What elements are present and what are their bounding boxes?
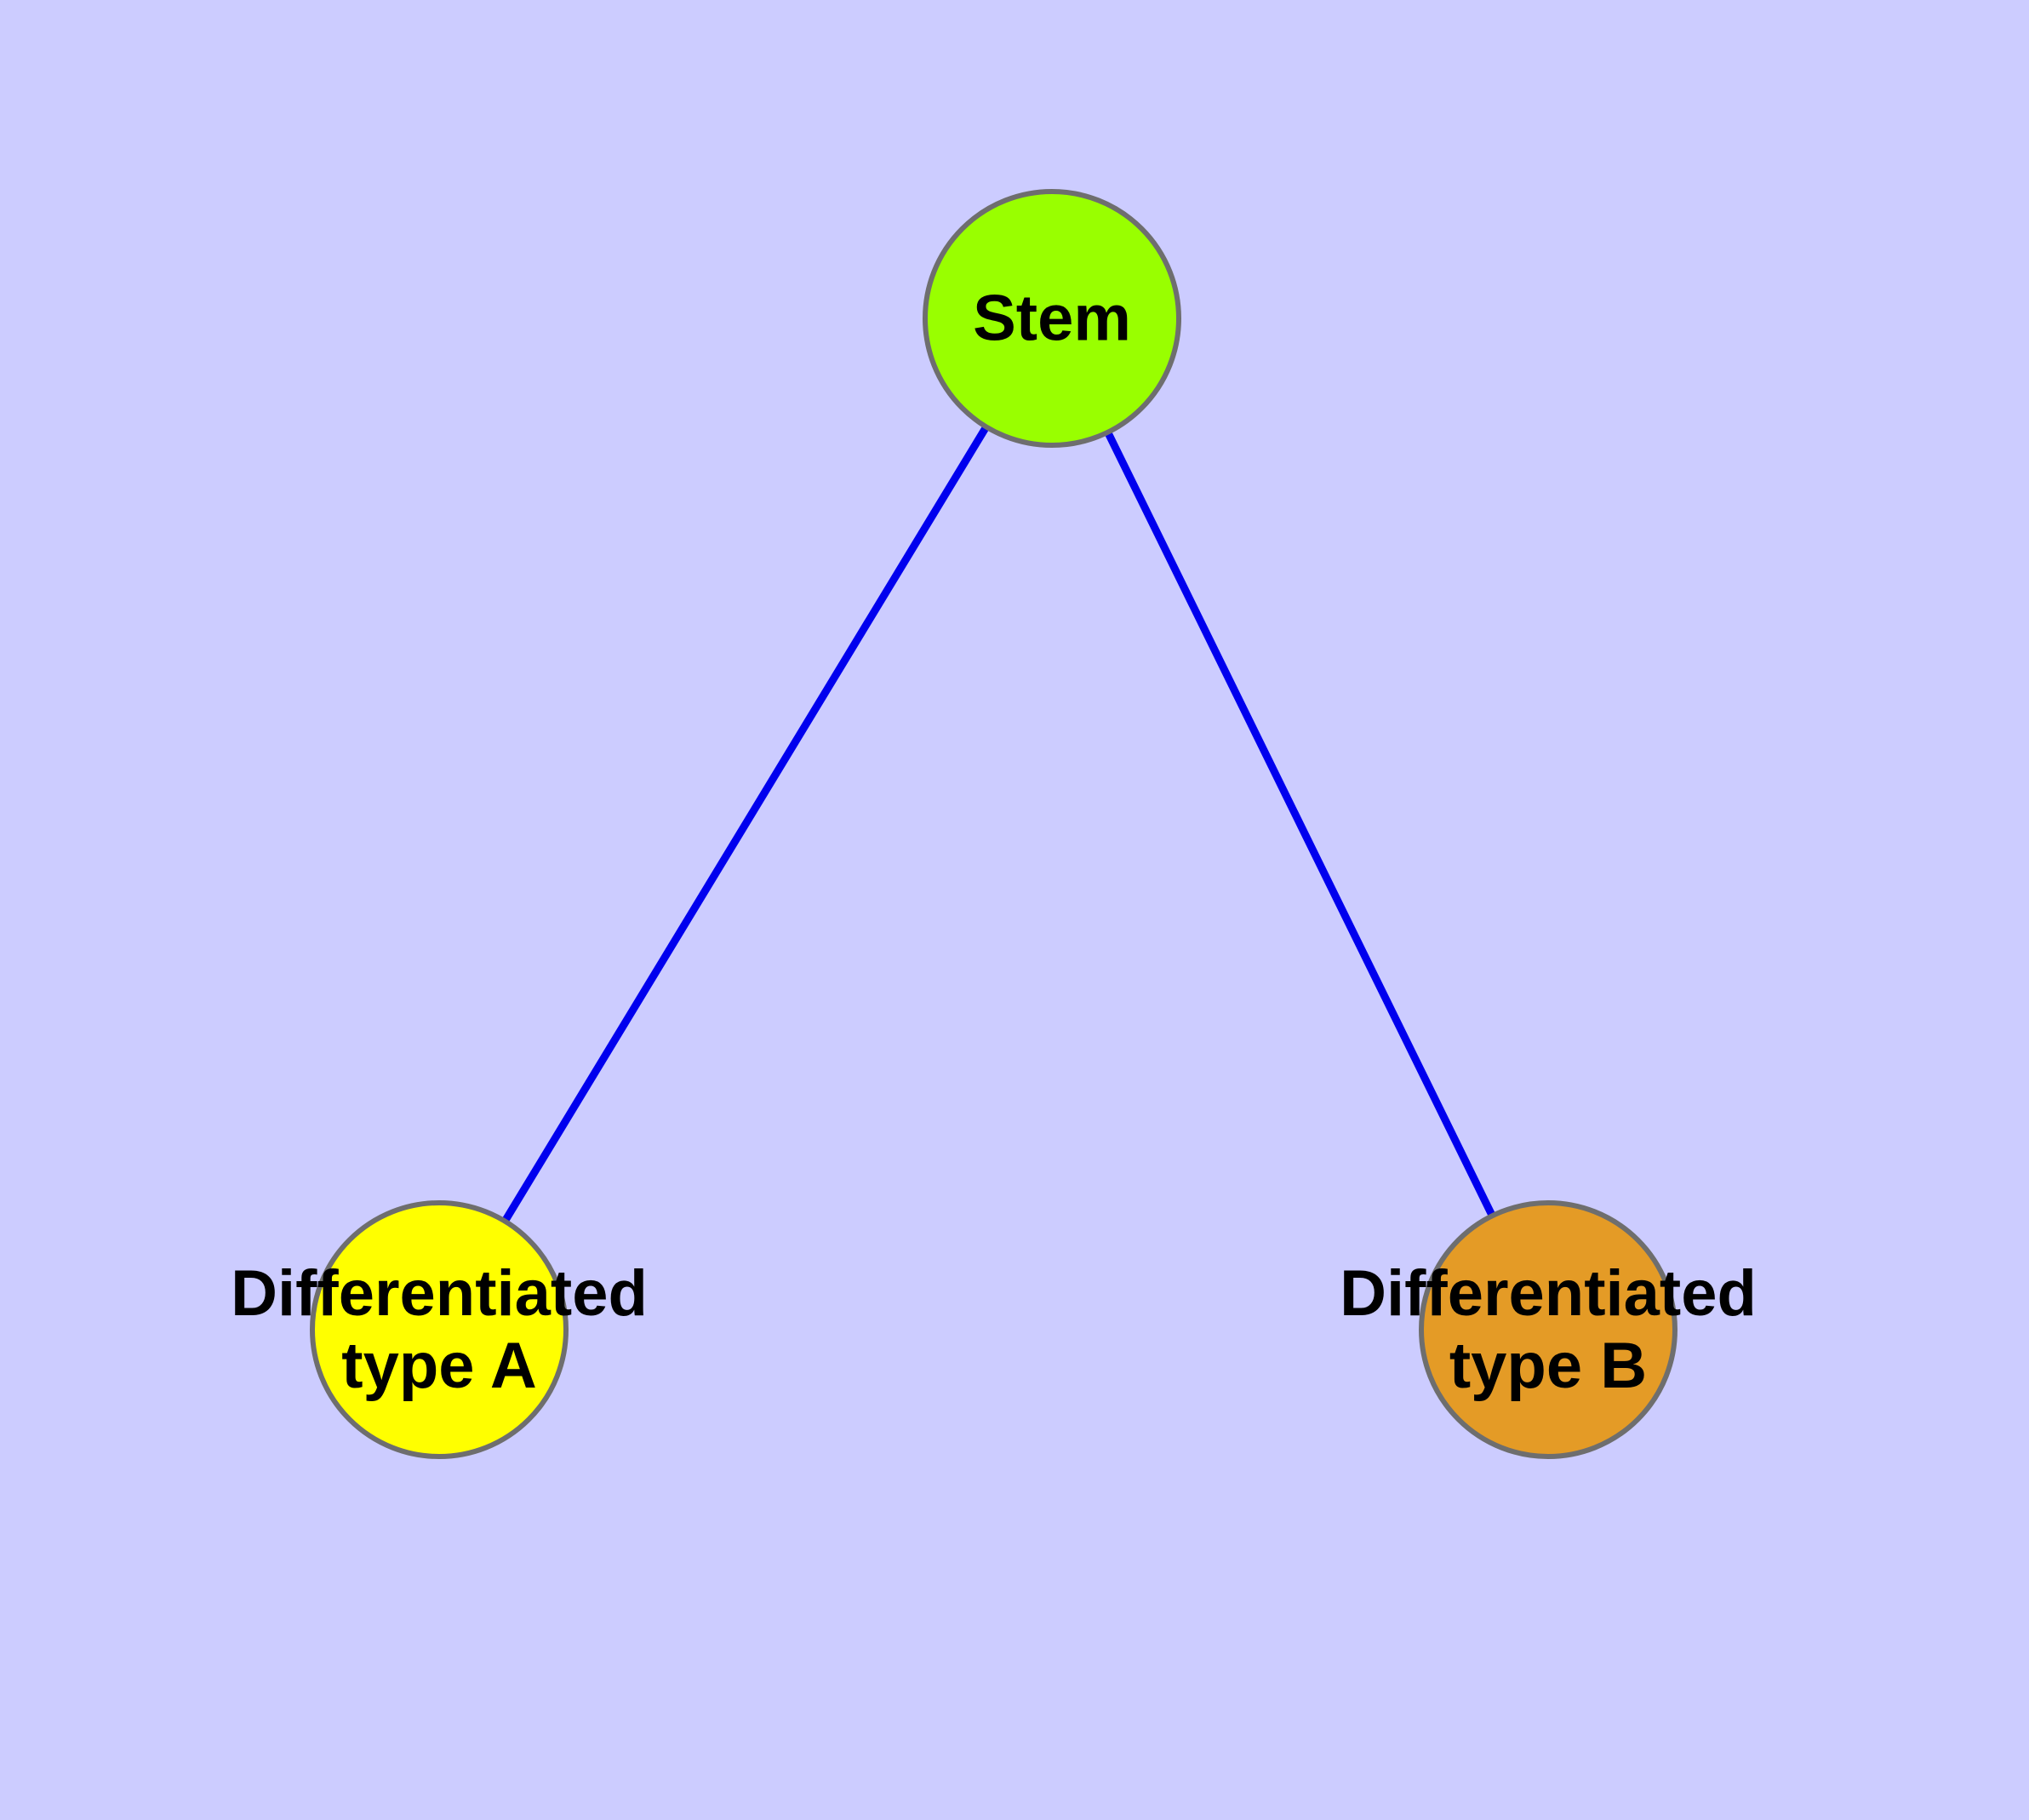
edge-layer bbox=[436, 316, 1552, 1332]
node-stem[interactable] bbox=[923, 189, 1181, 448]
node-diff-a[interactable] bbox=[310, 1200, 569, 1459]
edge-stem-to-diff-b bbox=[1048, 317, 1552, 1331]
node-diff-b[interactable] bbox=[1419, 1200, 1677, 1459]
node-layer bbox=[310, 189, 1677, 1459]
edge-stem-to-diff-a bbox=[436, 316, 1055, 1332]
